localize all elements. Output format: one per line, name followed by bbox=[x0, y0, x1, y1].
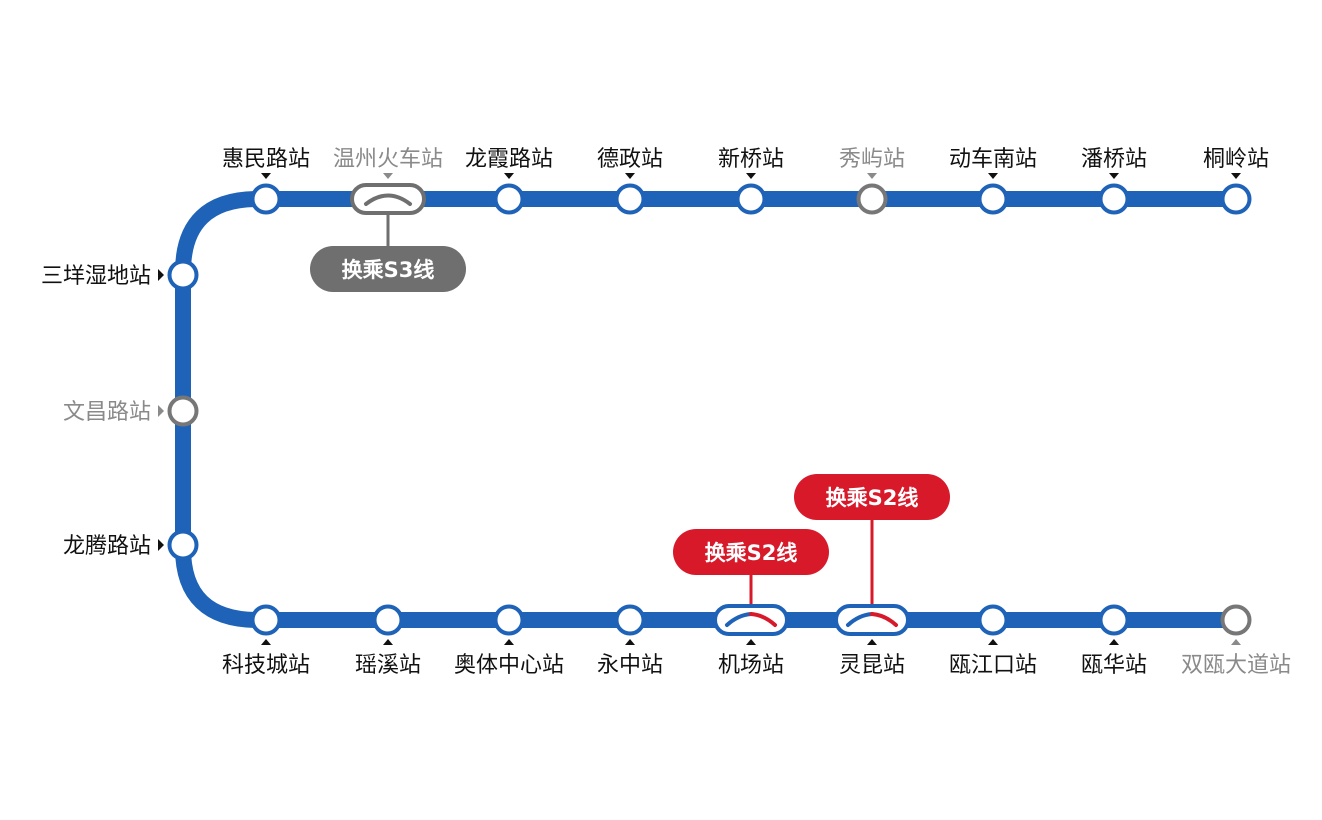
direction-arrow-icon bbox=[988, 173, 998, 179]
interchange-marker bbox=[350, 183, 426, 215]
direction-arrow-icon bbox=[504, 173, 514, 179]
transfer-callout: 换乘S3线 bbox=[310, 213, 466, 292]
transfer-callout: 换乘S2线 bbox=[794, 474, 950, 606]
direction-arrow-icon bbox=[1231, 639, 1241, 645]
stations bbox=[167, 183, 1252, 636]
station-marker bbox=[167, 529, 199, 561]
station-label: 奥体中心站 bbox=[454, 653, 564, 678]
direction-arrow-icon bbox=[746, 173, 756, 179]
transfer-badge bbox=[310, 246, 466, 292]
station-label: 秀屿站 bbox=[839, 147, 905, 172]
direction-arrow-icon bbox=[383, 173, 393, 179]
station-marker bbox=[977, 604, 1009, 636]
station-marker bbox=[167, 395, 199, 427]
transfer-label: 换乘S3线 bbox=[342, 258, 435, 282]
station-label: 双瓯大道站 bbox=[1181, 653, 1291, 678]
station-label: 惠民路站 bbox=[222, 147, 310, 172]
station-label: 永中站 bbox=[597, 653, 663, 678]
station-label: 灵昆站 bbox=[839, 653, 905, 678]
station-marker bbox=[1098, 604, 1130, 636]
direction-arrow-icon bbox=[1109, 173, 1119, 179]
station-label: 瓯江口站 bbox=[949, 653, 1037, 678]
transfer-label: 换乘S2线 bbox=[826, 486, 919, 510]
station-label: 新桥站 bbox=[718, 147, 784, 172]
direction-arrow-icon bbox=[504, 639, 514, 645]
interchange-marker bbox=[713, 604, 789, 636]
station-label: 温州火车站 bbox=[333, 147, 443, 172]
interchange-marker bbox=[834, 604, 910, 636]
direction-arrow-icon bbox=[625, 173, 635, 179]
station-label: 龙霞路站 bbox=[465, 147, 553, 172]
direction-arrow-icon bbox=[1109, 639, 1119, 645]
station-marker bbox=[493, 183, 525, 215]
station-label: 德政站 bbox=[597, 147, 663, 172]
station-label: 桐岭站 bbox=[1203, 147, 1269, 172]
station-marker bbox=[1220, 604, 1252, 636]
station-label: 瑶溪站 bbox=[355, 653, 421, 678]
direction-arrow-icon bbox=[867, 173, 877, 179]
station-marker bbox=[735, 183, 767, 215]
transfer-badge bbox=[673, 529, 829, 575]
station-marker bbox=[250, 604, 282, 636]
station-label: 文昌路站 bbox=[63, 400, 151, 425]
direction-arrow-icon bbox=[1231, 173, 1241, 179]
station-label: 瓯华站 bbox=[1081, 653, 1147, 678]
station-marker bbox=[856, 183, 888, 215]
station-marker bbox=[614, 183, 646, 215]
station-label: 机场站 bbox=[718, 653, 784, 678]
direction-arrow-icon bbox=[158, 269, 164, 281]
direction-arrow-icon bbox=[158, 539, 164, 551]
station-marker bbox=[372, 604, 404, 636]
direction-arrow-icon bbox=[158, 405, 164, 417]
station-marker bbox=[977, 183, 1009, 215]
station-marker bbox=[614, 604, 646, 636]
direction-arrow-icon bbox=[261, 639, 271, 645]
station-marker bbox=[1098, 183, 1130, 215]
direction-arrow-icon bbox=[625, 639, 635, 645]
transfer-label: 换乘S2线 bbox=[705, 541, 798, 565]
transfer-callout: 换乘S2线 bbox=[673, 529, 829, 606]
station-label: 龙腾路站 bbox=[63, 534, 151, 559]
direction-arrow-icon bbox=[383, 639, 393, 645]
station-marker bbox=[167, 259, 199, 291]
station-marker bbox=[250, 183, 282, 215]
direction-arrow-icon bbox=[988, 639, 998, 645]
transfer-badge bbox=[794, 474, 950, 520]
direction-arrow-icon bbox=[867, 639, 877, 645]
station-label: 潘桥站 bbox=[1081, 147, 1147, 172]
station-marker bbox=[493, 604, 525, 636]
direction-arrow-icon bbox=[746, 639, 756, 645]
station-label: 动车南站 bbox=[949, 147, 1037, 172]
station-label: 科技城站 bbox=[222, 653, 310, 678]
station-marker bbox=[1220, 183, 1252, 215]
station-label: 三垟湿地站 bbox=[41, 264, 151, 289]
station-labels: 惠民路站温州火车站龙霞路站 德政站 新桥站 秀屿站 动车南站 潘桥站 桐岭站科技城站 瑶溪站 奥… bbox=[41, 147, 1291, 678]
direction-arrow-icon bbox=[261, 173, 271, 179]
